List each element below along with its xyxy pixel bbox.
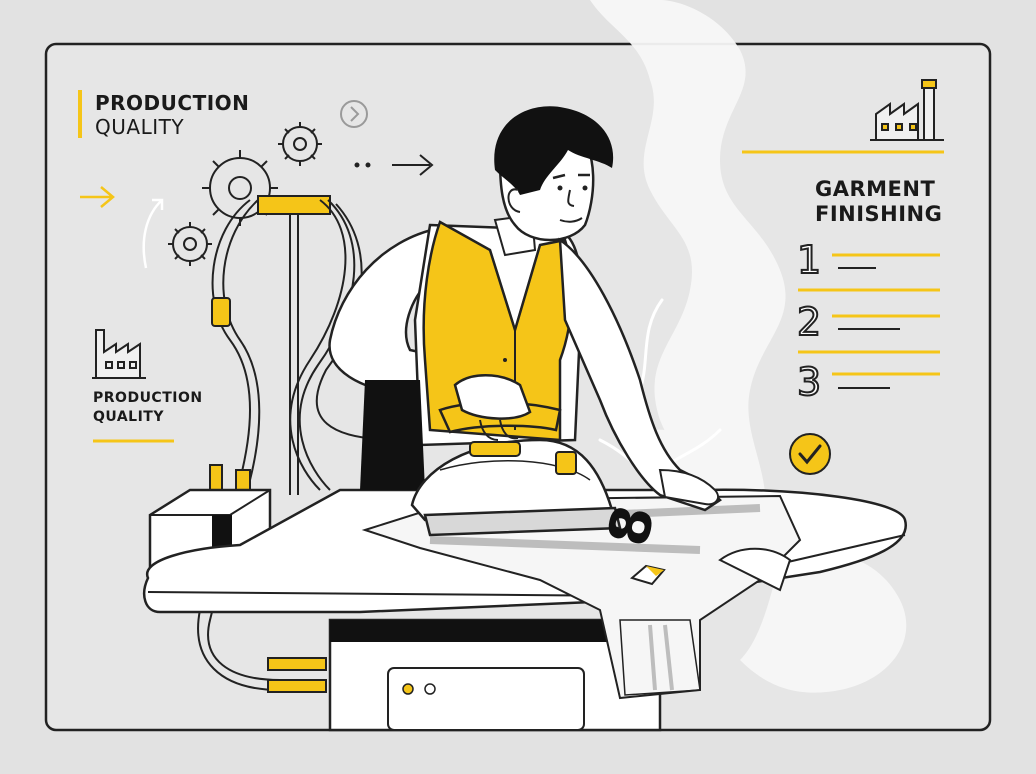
gear-icon (278, 122, 322, 166)
left-mid-heading-line2: QUALITY (93, 409, 164, 425)
steam-iron-icon (410, 374, 622, 537)
step-number-3: 3 (796, 359, 822, 405)
left-mid-heading-line1: PRODUCTION (93, 390, 203, 406)
factory-icon (870, 79, 944, 141)
hose-clip (209, 464, 223, 492)
machine-base (328, 618, 662, 732)
step-number-2: 2 (796, 299, 822, 345)
hose-plug (267, 679, 327, 693)
right-heading-line1: GARMENT (815, 177, 936, 201)
hose-plug (267, 657, 327, 671)
factory-icon (92, 329, 146, 379)
shirt (361, 494, 802, 700)
arrow-right-icon (354, 154, 434, 176)
accent-bar (78, 90, 82, 138)
gear-icon (168, 222, 212, 266)
hose-rack (257, 195, 331, 495)
check-badge-icon (789, 433, 831, 475)
curved-arrow-icon (142, 198, 164, 269)
step-lines (798, 253, 940, 389)
arrow-right-icon (80, 186, 115, 208)
top-left-heading-line2: QUALITY (95, 115, 185, 139)
hose-clip (211, 297, 231, 327)
top-left-heading-line1: PRODUCTION (95, 91, 250, 115)
chevron-circle-icon (340, 100, 368, 128)
right-heading-line2: FINISHING (815, 202, 943, 226)
hoses (197, 199, 401, 691)
step-number-1: 1 (796, 237, 822, 283)
